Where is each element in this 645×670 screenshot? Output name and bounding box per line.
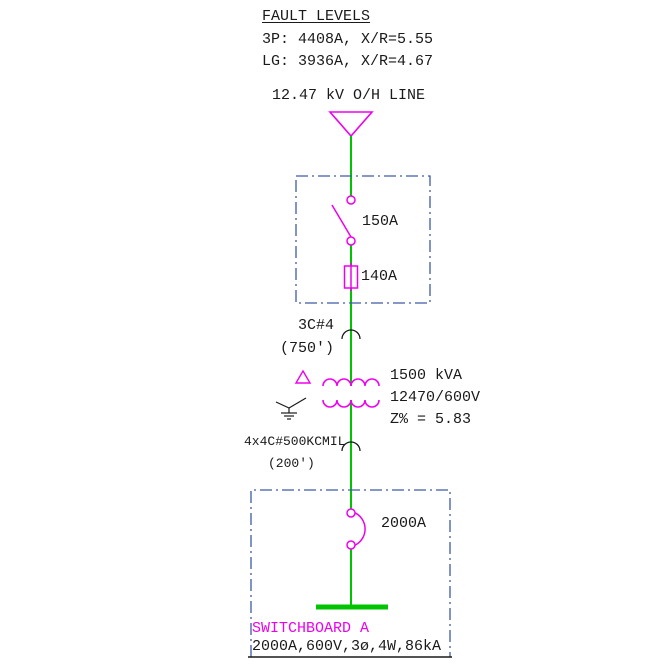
primary-cable-size-label: 3C#4 <box>298 317 335 334</box>
fuse-rating-label: 140A <box>361 268 398 285</box>
secondary-cable-size-label: 4x4C#500KCMIL <box>244 434 346 449</box>
utility-line-label: 12.47 kV O/H LINE <box>272 87 426 104</box>
switchboard-name-label: SWITCHBOARD A <box>252 620 370 637</box>
wye-ground-icon <box>275 397 307 420</box>
transformer-voltage-label: 12470/600V <box>390 389 481 406</box>
transformer-kva-label: 1500 kVA <box>390 367 463 384</box>
transformer-icon <box>322 378 380 408</box>
fault-levels-3p: 3P: 4408A, X/R=5.55 <box>262 31 434 48</box>
fault-levels-lg: LG: 3936A, X/R=4.67 <box>262 53 434 70</box>
switch-rating-label: 150A <box>362 213 399 230</box>
main-breaker-icon <box>346 508 366 550</box>
utility-triangle-icon <box>328 111 374 138</box>
secondary-cable-length-label: (200') <box>268 456 315 471</box>
fault-levels-title: FAULT LEVELS <box>262 8 371 25</box>
transformer-impedance-label: Z% = 5.83 <box>390 411 472 428</box>
breaker-rating-label: 2000A <box>381 515 427 532</box>
switchboard-enclosure-box <box>250 489 451 657</box>
cable-accent-icon <box>341 441 361 452</box>
fuse-icon <box>343 263 359 291</box>
primary-enclosure-box <box>295 175 431 304</box>
switchboard-rating-label: 2000A,600V,3ø,4W,86kA <box>252 638 442 655</box>
disconnect-switch-icon <box>331 195 356 246</box>
cable-accent-icon <box>341 329 361 340</box>
primary-cable-length-label: (750') <box>280 340 335 357</box>
delta-winding-icon <box>294 369 312 384</box>
